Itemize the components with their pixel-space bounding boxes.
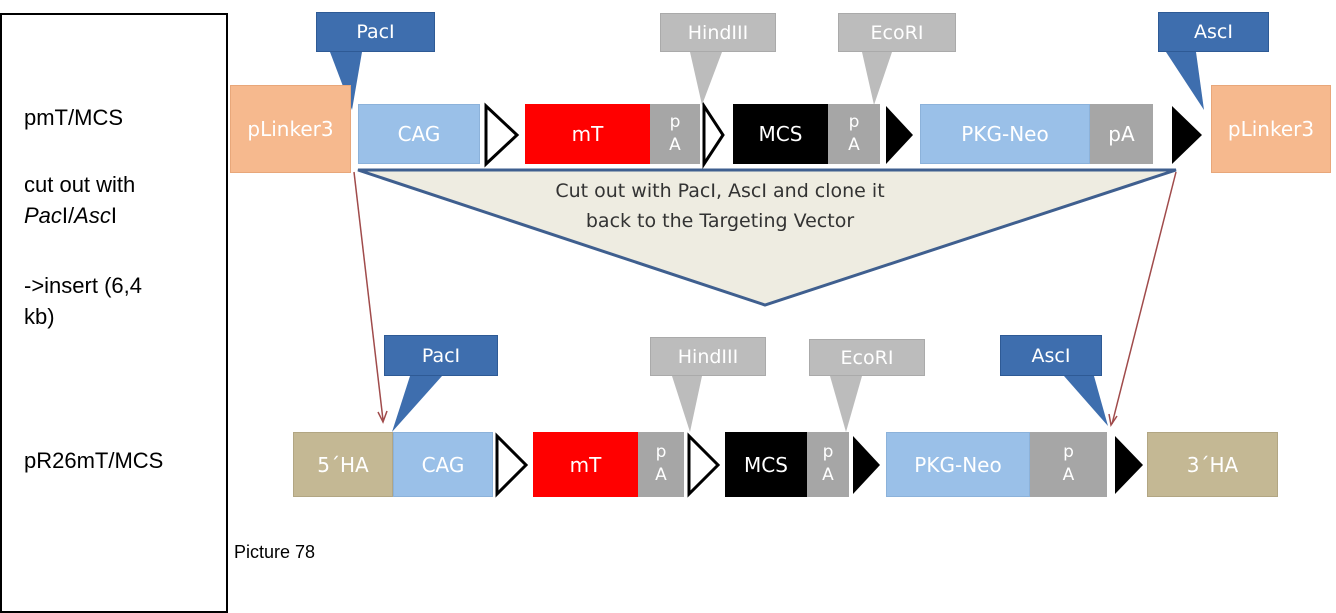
bottom-5ha-block: 5´HA <box>293 432 393 497</box>
top-asci-pointer <box>1166 52 1204 110</box>
top-hindiii-callout: HindIII <box>660 13 776 52</box>
bottom-mcs-block: MCS <box>725 432 807 497</box>
right-guide-arrow <box>1111 171 1177 425</box>
construct-bottom-label: pR26mT/MCS <box>24 448 164 473</box>
cut-instruction-line2: PacI/AscI <box>24 201 117 231</box>
bottom-paci-callout: PacI <box>384 335 498 376</box>
pa-p: p <box>655 442 667 462</box>
cut-instruction-text: Cut out with PacI, AscI and clone it bac… <box>520 176 920 236</box>
bottom-hindiii-pointer <box>672 376 702 432</box>
cut-text-line1: Cut out with PacI, AscI and clone it <box>555 180 885 202</box>
pa-p: p <box>1063 442 1074 462</box>
bottom-mt-block: mT <box>533 432 638 497</box>
bottom-ecori-pointer <box>830 376 862 432</box>
paci-italic: Pac <box>24 203 62 228</box>
top-triangle-1 <box>484 102 520 168</box>
picture-caption: Picture 78 <box>234 542 316 562</box>
bottom-triangle-2 <box>687 432 721 498</box>
bottom-cag-block: CAG <box>393 432 493 497</box>
top-mt-block: mT <box>525 104 650 164</box>
top-asci-callout: AscI <box>1158 12 1269 52</box>
top-ecori-callout: EcoRI <box>838 13 956 52</box>
insert-line2: kb) <box>24 304 55 329</box>
top-triangle-2 <box>702 100 725 170</box>
bottom-triangle-1 <box>495 432 529 498</box>
cut-text-line2: back to the Targeting Vector <box>585 210 855 232</box>
top-plinker3-right: pLinker3 <box>1211 85 1331 173</box>
cut-instruction-line1: cut out with <box>24 172 136 197</box>
pa-p: p <box>822 442 834 462</box>
diagram-graphics <box>330 52 1204 498</box>
top-mcs-block: MCS <box>733 104 828 164</box>
bottom-triangle-3 <box>853 436 880 494</box>
pa-a: A <box>669 135 681 155</box>
top-cag-block: CAG <box>358 104 480 164</box>
cut-wedge <box>357 168 1177 307</box>
left-arrow-head <box>377 410 388 424</box>
bottom-pkg-neo-block: PKG-Neo <box>886 432 1030 497</box>
top-pa-3: pA <box>1090 104 1153 164</box>
top-plinker3-left: pLinker3 <box>230 85 351 173</box>
construct-top-label: pmT/MCS <box>24 105 123 130</box>
top-triangle-4 <box>1172 106 1202 164</box>
top-paci-pointer <box>330 52 362 110</box>
pa-p: p <box>669 112 681 132</box>
bottom-triangle-4 <box>1115 436 1143 494</box>
slash-text: I/ <box>61 203 75 228</box>
pa-a: A <box>655 465 667 485</box>
asci-italic: Asc <box>74 203 111 228</box>
left-text-panel: pmT/MCS cut out with PacI/AscI ->insert … <box>0 13 228 613</box>
bottom-3ha-block: 3´HA <box>1147 432 1278 497</box>
insert-line1: ->insert (6,4 <box>24 273 142 298</box>
pa-p: p <box>848 112 860 132</box>
top-hindiii-pointer <box>690 52 722 105</box>
top-triangle-3 <box>886 106 913 164</box>
suffix-text: I <box>110 203 117 228</box>
pa-a: A <box>1062 465 1075 485</box>
top-paci-callout: PacI <box>316 12 435 52</box>
bottom-asci-callout: AscI <box>1000 335 1102 376</box>
left-guide-arrow <box>353 171 384 421</box>
right-arrow-head <box>1108 413 1118 427</box>
top-pkg-neo-block: PKG-Neo <box>920 104 1090 164</box>
bottom-paci-pointer <box>392 376 442 432</box>
top-ecori-pointer <box>862 52 892 105</box>
pa-a: A <box>822 465 834 485</box>
bottom-asci-pointer <box>1064 376 1108 426</box>
bottom-ecori-callout: EcoRI <box>809 339 925 376</box>
bottom-hindiii-callout: HindIII <box>650 337 766 376</box>
pa-a: A <box>848 135 860 155</box>
